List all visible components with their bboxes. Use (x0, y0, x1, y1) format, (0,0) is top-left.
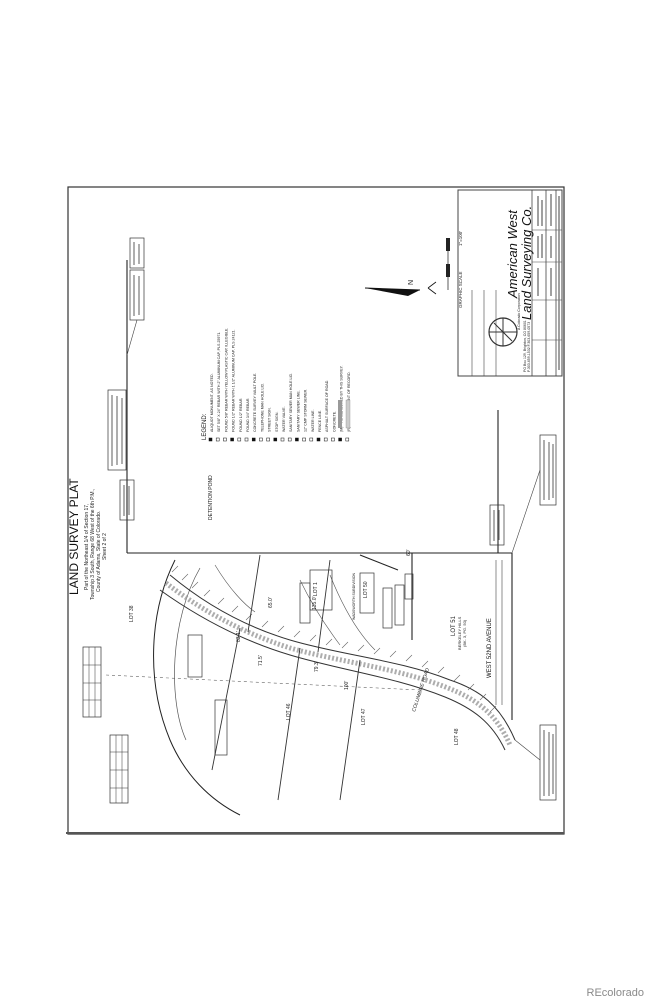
legend-item: FOUND 3/4" REBAR. (246, 398, 250, 432)
legend-symbol-icon (302, 437, 306, 442)
lot-lines (211, 554, 361, 801)
legend-symbol-icon (230, 437, 234, 442)
columbine-road-edge-2 (159, 589, 506, 751)
legend-symbol-icon (345, 437, 350, 442)
dimension-60: 60' (406, 549, 412, 556)
curve-table (109, 734, 129, 804)
contour-lines (214, 564, 376, 651)
road-hatching (171, 565, 497, 713)
legend-item: WATER LINE. (311, 409, 315, 432)
company-address: PO Box 129, Brighton, CO 80601 (523, 320, 527, 372)
legend-item: (M) = AS MEASURED BY THIS SURVEY. (340, 365, 344, 432)
west-52nd-avenue-lines (495, 560, 503, 705)
callout-text-marks (111, 242, 554, 796)
legend-symbol-icon (237, 437, 242, 442)
lot-38-label: LOT 38 (129, 605, 135, 622)
legend-item: FENCE LINE. (318, 410, 322, 432)
legend-item: STREET SIGN. (268, 407, 272, 432)
legend-symbol-icon (295, 437, 299, 442)
graphic-scale: GRAPHIC SCALE 1"=100' (446, 231, 463, 308)
svg-text:N: N (408, 280, 415, 285)
legend-item: ALIQUOT MONUMENT, AS NOTED. (210, 373, 214, 432)
legend-item: TELEPHONE MAN HOLE LID. (260, 383, 264, 432)
legend-symbol-icon (259, 437, 263, 442)
legend-item: FOUND 5/8" REBAR WITH YELLOW PLASTIC CAP… (224, 328, 228, 432)
legend-item: CONCRETE. (332, 411, 336, 432)
plat-location-line3: County of Adams, State of Colorado. (96, 511, 102, 592)
dimension-65: 65.0' (268, 597, 274, 608)
reference-line (105, 674, 421, 691)
legend-symbol-icon (316, 437, 321, 442)
wadsworth-label: WADSWORTH SUBDIVISION (352, 572, 356, 620)
legend-asphalt-swatch (338, 400, 342, 428)
legend-item: CONCRETE SURVEY VAULT POLE. (253, 373, 257, 432)
company-sub: A Colorado Corporation (517, 293, 521, 330)
berkeley-hills-ref: (BK. 3, PG. 50) (462, 619, 467, 647)
west-52nd-avenue-label: WEST 52ND AVENUE (487, 618, 493, 678)
legend-symbol-icon (215, 437, 220, 442)
dimension-135: 135.0' (312, 596, 318, 610)
legend-symbol-icon (309, 437, 314, 442)
lot-1-label: LOT 1 (313, 582, 319, 596)
legend-item: WATER VALVE. (282, 406, 286, 432)
scale-label: GRAPHIC SCALE (458, 271, 463, 308)
legend-symbol-icon (208, 437, 213, 442)
legend-item: FOUND 1/2" REBAR WITH 1 1/2" ALUMINUM CA… (232, 329, 236, 432)
legend-item: STOP SIGN. (275, 412, 279, 432)
legend-symbol-icon (244, 437, 249, 442)
leader-lines (126, 319, 541, 761)
sheet-border (67, 186, 565, 835)
legend-symbol-icon (273, 437, 278, 442)
berkeley-hills-label: BERKELEY HILLS (457, 616, 462, 650)
legend-symbol-icon (338, 437, 342, 442)
legend: LEGEND: ALIQUOT MONUMENT, AS NOTED.SET 5… (202, 328, 351, 442)
plat-title: LAND SURVEY PLAT (67, 478, 81, 595)
lot-46-label: LOT 46 (286, 703, 292, 720)
plat-sheet: Sheet 2 of 2 (102, 533, 108, 560)
scale-ratio: 1"=100' (458, 231, 463, 246)
legend-symbol-icon (280, 437, 285, 442)
detention-pond-label: DETENTION POND (208, 475, 214, 520)
dimension-71: 71.5' (258, 655, 264, 666)
lot-47-label: LOT 47 (361, 708, 367, 725)
legend-title: LEGEND: (202, 413, 208, 440)
title-block: American West Land Surveying Co. A Color… (457, 189, 563, 377)
parcel-boundary-inner (174, 567, 201, 741)
watermark: REcolorado (586, 987, 644, 999)
boundary-lines (126, 260, 513, 720)
columbine-road-asphalt (164, 581, 513, 747)
legend-symbol-icon (287, 437, 292, 442)
lot-1-parcel (309, 569, 375, 614)
legend-item: SANITARY SEWER MAN HOLE LID. (289, 373, 293, 432)
legend-item: FOUND 1/2" REBAR. (239, 398, 243, 432)
legend-symbol-icon (331, 437, 335, 442)
lot-51-label: LOT 51 (451, 615, 457, 636)
legend-symbol-icon (223, 437, 227, 442)
legend-symbol-icon (251, 437, 256, 442)
legend-item: SANITARY SEWER LINE. (296, 390, 300, 432)
legend-item: ASPHALT SURFACE OF ROAD. (325, 380, 329, 432)
lot-48-label: LOT 48 (454, 728, 460, 745)
columbine-road-edge-1 (169, 574, 516, 741)
north-arrow-icon: N (364, 280, 437, 296)
lot-38-boundary (153, 559, 241, 816)
dimension-79: 79.3' (314, 661, 320, 672)
company-name-line2: Land Surveying Co. (519, 206, 534, 320)
company-name-line1: American West (505, 209, 520, 299)
company-phone: P.303-659-1532 F.303-659-0573 (527, 322, 531, 372)
legend-item: 12" CMP STORM SEWER. (304, 389, 308, 432)
dimension-83: 83.1' (236, 631, 242, 642)
dimension-100: 100' (344, 681, 350, 690)
legend-concrete-swatch (345, 399, 351, 429)
legend-symbol-icon (266, 437, 270, 442)
legend-symbol-icon (323, 437, 328, 442)
lot-50-label: LOT 50 (363, 581, 369, 598)
line-table (82, 646, 102, 718)
plat-location-line2: Township 3 South, Range 68 West of the 6… (90, 489, 96, 600)
plat-location-line1: Part of the Northeast 1/4 of Section 17, (84, 504, 90, 590)
legend-item: SET 5/8" X 24" REBAR WITH 2" ALUMINUM CA… (217, 332, 221, 432)
